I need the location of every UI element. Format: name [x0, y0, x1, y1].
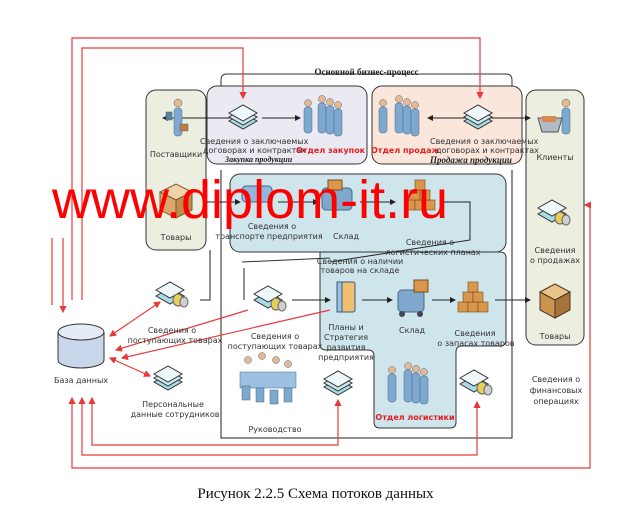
sales-info-label-2: о продажах [530, 256, 580, 265]
logistics-department-people-icon [387, 362, 429, 405]
purchase-department-people-icon [303, 95, 343, 137]
database-icon [57, 323, 105, 369]
database-label: База данных [53, 376, 109, 385]
strategy-binder-icon [336, 281, 356, 313]
purchase-doc-label-1: Сведения о заключаемых [200, 137, 309, 146]
client-cart-icon [537, 98, 571, 135]
plans-label-1: Планы и [328, 323, 364, 332]
transport-label-1: Сведения о [247, 222, 297, 231]
plans-label-4: предприятия [318, 353, 374, 362]
incoming-goods-inner-label-1: Сведения о [250, 332, 300, 341]
plans-label-3: развития [326, 343, 366, 352]
figure-caption: Рисунок 2.2.5 Схема потоков данных [197, 486, 434, 502]
personnel-docs-icon [152, 365, 184, 391]
suppliers-label: Поставщики [149, 150, 203, 159]
management-meeting-icon [239, 352, 297, 405]
financial-docs-icon [458, 369, 493, 396]
sales-info-docs-icon [536, 199, 571, 226]
logistics-lower-block [319, 251, 507, 429]
sales-block [371, 85, 523, 165]
sales-department-people-icon [378, 95, 420, 137]
stock-info-label-2: о запасах товаров [437, 339, 515, 348]
management-label: Руководство [248, 425, 302, 434]
stock-avail-note [241, 257, 331, 263]
purchase-process-name: Закупка продукции [225, 155, 293, 164]
financial-label-3: операциях [533, 397, 579, 406]
logistics-department-label: Отдел логистики [375, 413, 455, 422]
main-process-lower-frame [220, 170, 513, 439]
personnel-label-1: Персональные [142, 400, 204, 409]
supplier-person-icon [165, 98, 189, 137]
supplier-goods-label: Товары [160, 233, 192, 242]
plans-docs-icon [322, 370, 354, 396]
logistic-plans-label-1: Сведения о [405, 238, 455, 247]
logistic-plans-label-2: логистических планах [385, 248, 481, 257]
plans-label-2: Стратегия [323, 333, 369, 342]
purchase-doc-label-2: договорах и контрактах [203, 146, 306, 155]
incoming-goods-docs-icon-inner [252, 285, 287, 312]
warehouse-top-label: Склад [333, 232, 359, 241]
warehouse-bottom-label: Склад [399, 326, 425, 335]
contract-docs-icon-sales [462, 104, 494, 130]
client-goods-crate-icon [538, 283, 572, 319]
warehouse-forklift-icon-top [321, 179, 353, 211]
purchase-block [206, 85, 368, 165]
sales-doc-label-2: договорах и контрактах [436, 146, 539, 155]
stock-info-label-1: Сведения [454, 329, 496, 338]
clients-label: Клиенты [536, 153, 574, 162]
incoming-goods-inner-label-2: поступающих товарах [227, 342, 323, 351]
stock-availability-label-1: Сведения о наличии [316, 257, 404, 266]
main-process-frame [220, 73, 513, 100]
transport-truck-icon [241, 185, 273, 203]
financial-label-2: финансовых [529, 386, 583, 395]
incoming-goods-docs-icon-left [154, 281, 189, 308]
contract-docs-icon-purchase [227, 104, 259, 130]
watermark: www.diplom-it.ru [52, 170, 449, 230]
sales-doc-label-1: Сведения о заключаемых [430, 137, 539, 146]
supplier-goods-box-icon [158, 183, 194, 219]
stock-availability-label-2: товаров на складе [320, 266, 400, 275]
logistic-plans-boxes-icon [404, 179, 436, 211]
sales-info-label-1: Сведения [534, 246, 576, 255]
personnel-label-2: данные сотрудников [130, 410, 220, 419]
purchase-department-label: Отдел закупок [296, 146, 366, 155]
financial-label-1: Сведения о [531, 375, 581, 384]
transport-label-2: транспорте предприятия [215, 232, 323, 241]
incoming-goods-left-label-2: поступающих товарах [127, 336, 223, 345]
sales-process-name: Продажа продукции [430, 155, 512, 165]
incoming-goods-left-label-1: Сведения о [147, 326, 197, 335]
client-goods-label: Товары [539, 332, 571, 341]
sales-department-label: Отдел продаж [371, 146, 440, 155]
main-process-title: Основной бизнес-процесс [314, 67, 419, 77]
stock-boxes-icon [457, 281, 489, 313]
warehouse-forklift-icon-bottom [397, 279, 429, 317]
